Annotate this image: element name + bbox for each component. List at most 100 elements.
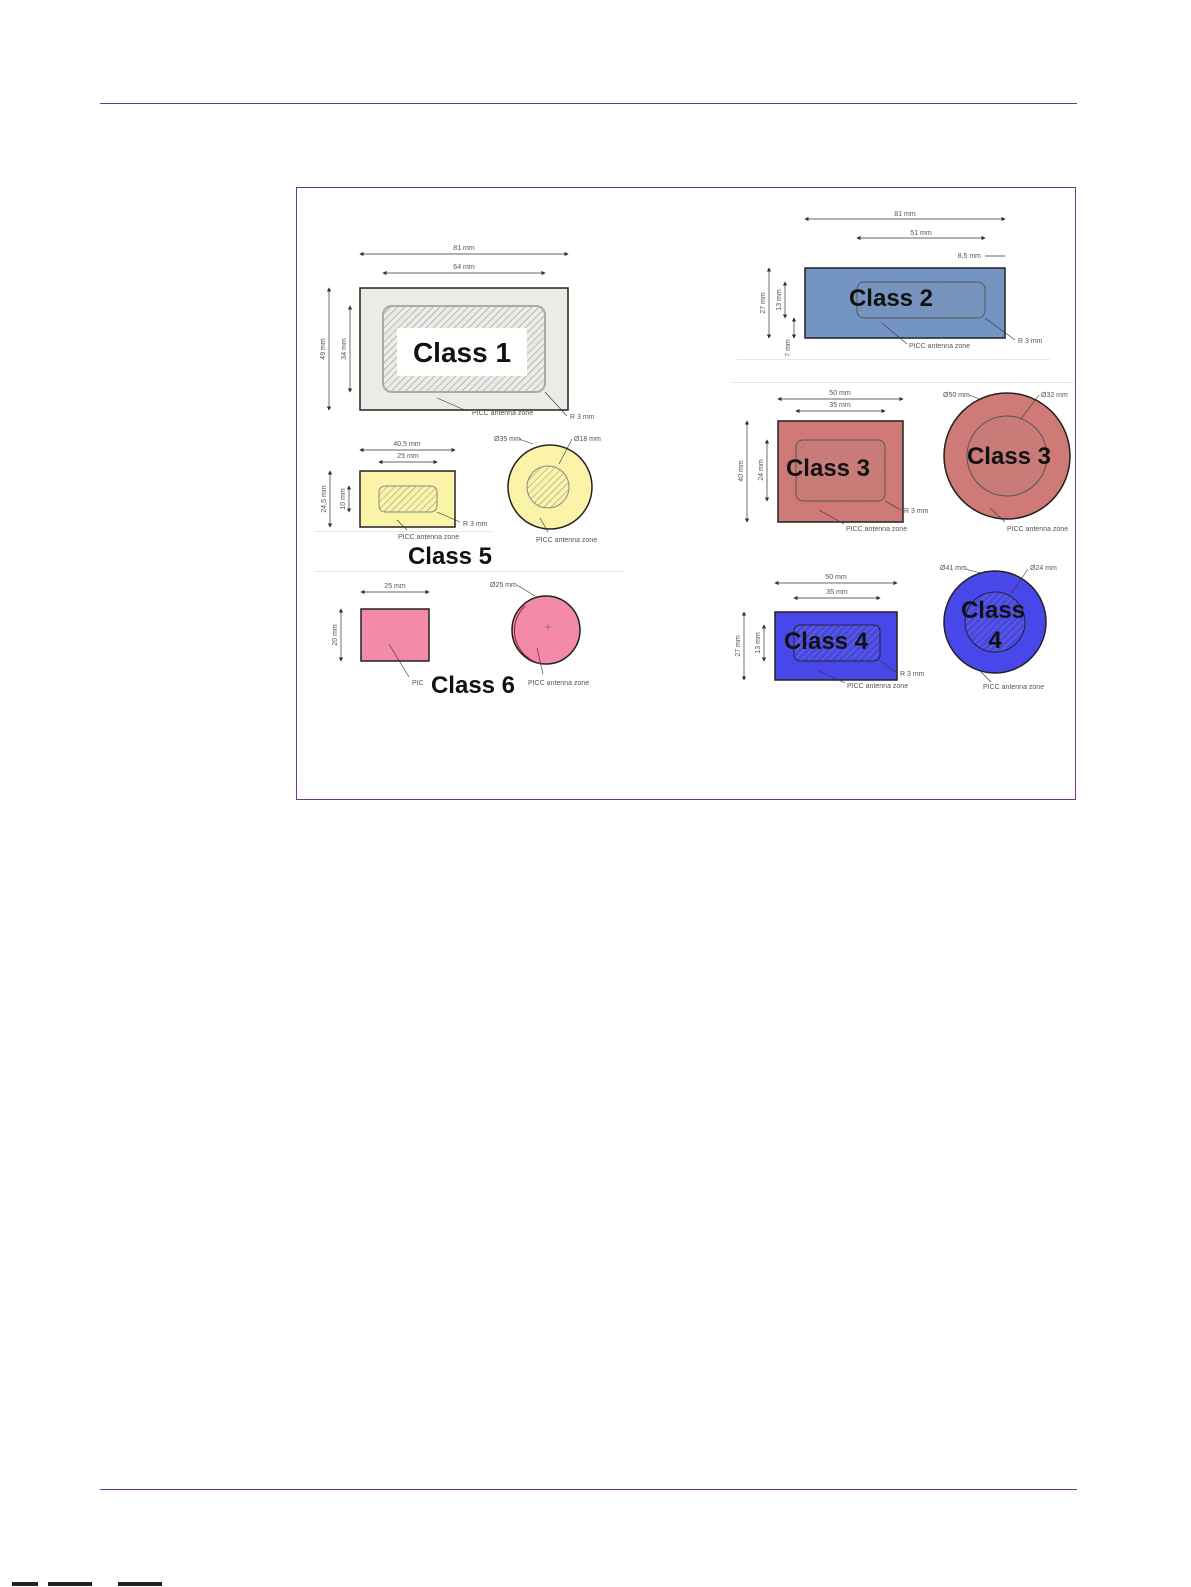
class5-rect-diagram: 40,5 mm 25 mm 24,5 mm 10 mm R 3 mm PICC … [315,441,497,570]
class5-bottom-rule [315,531,492,532]
class3-rect-zone-leader [818,509,845,525]
class5-rect-antenna-zone [378,485,438,513]
class5-circle-d-outer-leader [518,438,534,445]
class5-rect-zone: PICC antenna zone [398,534,459,541]
class3-rect-zone: PICC antenna zone [846,526,907,533]
class6-circle-d-leader [516,584,536,597]
class6-circle-card [511,595,581,665]
footer-mark-3 [118,1582,162,1586]
class4-circle-d-outer-leader [964,568,982,574]
class2-offset: 8,5 mm [958,253,982,260]
class2-width-inner: 51 mm [910,230,932,237]
footer-rule [100,1489,1077,1490]
class1-width-outer: 81 mm [453,245,475,252]
class3-rect-height-inner: 24 mm [758,459,765,481]
class2-height-inner: 13 mm [776,289,783,311]
class4-rect-zone-leader [816,669,846,684]
class4-rect-zone: PICC antenna zone [847,683,908,690]
class4-rect-antenna-zone [793,624,881,662]
class4-circle-d-inner-leader [1010,568,1029,595]
class3-rect-radius-leader [884,500,902,511]
class3-rect-width-outer: 50 mm [829,390,851,397]
class3-rect-radius: R 3 mm [904,508,929,515]
class4-circle-antenna-zone [964,591,1026,653]
class1-title: Class 1 [413,337,511,368]
class6-circle-edge [513,605,543,665]
class4-rect-width-outer: 50 mm [825,574,847,581]
class1-diagram: Class 1 81 mm 64 mm 49 mm 34 mm R 3 mm P… [320,245,595,421]
class4-rect-radius: R 3 mm [900,671,925,678]
class6-rect-width: 25 mm [384,583,406,590]
class2-height-outer: 27 mm [760,292,767,314]
class2-radius: R 3 mm [1018,338,1043,345]
class2-radius-leader [984,317,1016,341]
class1-title-bg [397,328,527,376]
class5-circle-d-inner-leader [558,438,573,465]
class6-circle-diagram: Ø25 mm PICC antenna zone [490,582,589,687]
class3-circle-title: Class 3 [967,443,1051,470]
antenna-class-diagram: Class 1 81 mm 64 mm 49 mm 34 mm R 3 mm P… [315,211,1074,699]
class1-zone: PICC antenna zone [472,410,533,417]
class5-rect-height-outer: 24,5 mm [321,485,328,512]
class4-rect-radius-leader [879,660,898,674]
class3-circle-d-inner-leader [1020,394,1040,420]
class3-rect-height-outer: 40 mm [738,460,745,482]
class6-title: Class 6 [431,672,515,699]
footer-mark-1 [12,1582,38,1586]
class2-baseline [737,359,1050,360]
class4-circle-title-line2: 4 [988,627,1002,654]
footer-mark-2 [48,1582,92,1586]
class6-title-bg [423,669,525,699]
class6-rect-card [360,608,430,662]
class3-top-rule [732,382,1074,383]
class3-circle-d-outer-leader [968,394,983,401]
class4-circle-zone: PICC antenna zone [983,684,1044,691]
class6-circle-zone-leader [536,647,544,675]
class5-circle-d-inner: Ø18 mm [574,436,601,443]
class2-zone: PICC antenna zone [909,343,970,350]
class4-rect-title: Class 4 [784,628,869,655]
class2-width-outer: 81 mm [894,211,916,218]
class4-circle-diagram: Class 4 Ø41 mm Ø24 mm PICC antenna zone [940,565,1057,691]
class6-rect-height: 20 mm [332,624,339,646]
class4-circle-d-inner: Ø24 mm [1030,565,1057,572]
class1-height-inner: 34 mm [341,338,348,360]
class5-rect-radius: R 3 mm [463,521,488,528]
class5-circle-antenna-zone [526,465,570,509]
class2-title: Class 2 [849,285,933,312]
class3-circle-antenna-zone [966,415,1048,497]
class4-rect-diagram: Class 4 50 mm 35 mm 27 mm 13 mm R 3 mm P… [735,574,925,690]
class6-top-rule [315,571,625,572]
class1-zone-leader [436,397,468,412]
class1-height-outer: 49 mm [320,338,327,360]
class3-rect-title: Class 3 [786,455,870,482]
class5-title-bg [393,539,497,569]
class4-circle-d-outer: Ø41 mm [940,565,967,572]
class5-rect-zone-leader [396,519,408,531]
class1-radius-leader [544,391,568,417]
class3-circle-zone-leader [989,507,1006,523]
class4-circle-title-line1: Class [961,597,1025,624]
class6-circle-zone: PICC antenna zone [528,680,589,687]
class4-rect-width-inner: 35 mm [826,589,848,596]
class5-rect-width-inner: 25 mm [397,453,419,460]
class3-circle-d-outer: Ø50 mm [943,392,970,399]
class6-rect-diagram: 25 mm 20 mm PICC antenna zone Class 6 [315,571,625,699]
class1-radius: R 3 mm [570,414,595,421]
class5-circle-d-outer: Ø35 mm [494,436,521,443]
class6-rect-zone-leader [388,643,410,678]
class3-circle-d-inner: Ø32 mm [1041,392,1068,399]
class5-title: Class 5 [408,543,492,570]
class2-diagram: Class 2 81 mm 51 mm 8,5 mm 27 mm 13 mm 7… [737,211,1050,360]
class1-width-inner: 64 mm [453,264,475,271]
figure-frame: Class 1 81 mm 64 mm 49 mm 34 mm R 3 mm P… [296,187,1076,800]
class6-circle-d: Ø25 mm [490,582,517,589]
class5-rect-height-inner: 10 mm [340,488,347,510]
class3-circle-diagram: Class 3 Ø50 mm Ø32 mm PICC antenna zone [943,392,1071,533]
class5-rect-width-outer: 40,5 mm [393,441,420,448]
class4-circle-zone-leader [978,669,992,683]
class2-bottom: 7 mm [785,339,792,357]
class2-zone-leader [881,322,908,345]
header-rule [100,103,1077,104]
class3-rect-diagram: Class 3 50 mm 35 mm 40 mm 24 mm R 3 mm P… [732,382,1074,533]
